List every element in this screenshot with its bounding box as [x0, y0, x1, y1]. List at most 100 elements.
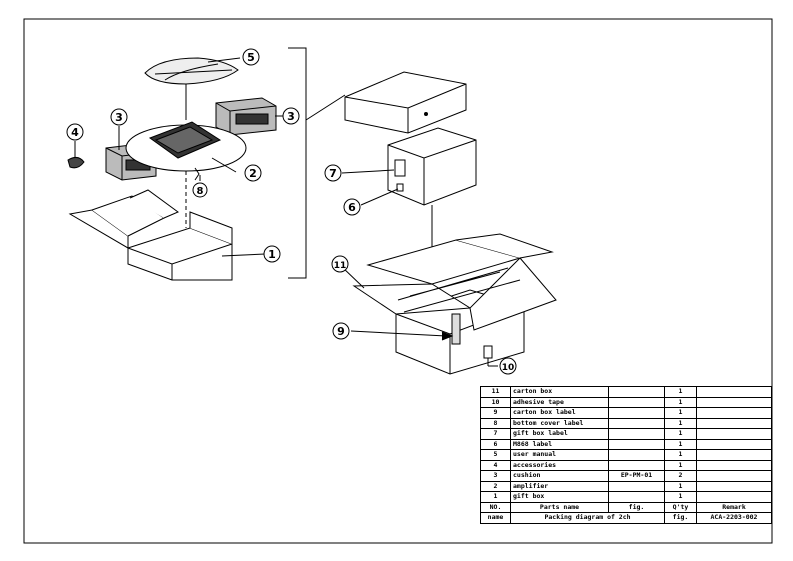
part-qty: 2: [664, 470, 697, 482]
svg-text:7: 7: [329, 167, 337, 180]
part-name: carton box label: [510, 407, 609, 419]
header-remark: Remark: [696, 501, 772, 513]
header-name: Parts name: [510, 501, 609, 513]
part-number: 4: [480, 459, 511, 471]
group-bracket: [288, 47, 346, 279]
title-label: name: [480, 512, 511, 524]
callout-6: 6: [343, 198, 361, 216]
callout-10: 10: [499, 357, 517, 375]
drawing-frame: [23, 18, 773, 544]
svg-text:1: 1: [268, 248, 276, 261]
accessories-drawing: [67, 156, 85, 169]
part-number: 11: [480, 386, 511, 398]
part-name: carton box: [510, 386, 609, 398]
carton-box-drawing: [352, 233, 557, 375]
labelled-gift-box-drawing: [387, 127, 477, 262]
part-qty: 1: [664, 396, 697, 408]
svg-text:11: 11: [334, 261, 347, 271]
part-number: 6: [480, 438, 511, 450]
callout-7: 7: [324, 164, 342, 182]
part-remark: [696, 480, 772, 492]
bottom-cover-label-drawing: [194, 167, 200, 181]
part-qty: 1: [664, 438, 697, 450]
svg-text:3: 3: [115, 111, 123, 124]
part-qty: 1: [664, 407, 697, 419]
part-fig: [608, 417, 665, 429]
part-name: cushion: [510, 470, 609, 482]
part-number: 2: [480, 480, 511, 492]
header-fig: fig.: [608, 501, 665, 513]
part-fig: [608, 438, 665, 450]
callout-1: 1: [263, 245, 281, 263]
part-name: adhesive tape: [510, 396, 609, 408]
callout-8: 8: [192, 182, 208, 198]
part-fig: [608, 386, 665, 398]
title-fig-label: fig.: [664, 512, 697, 524]
user-manual-drawing: [144, 57, 239, 85]
part-remark: [696, 396, 772, 408]
part-fig: [608, 396, 665, 408]
part-remark: [696, 417, 772, 429]
part-fig: EP-PM-01: [608, 470, 665, 482]
callout-2: 2: [244, 164, 262, 182]
part-name: M868 label: [510, 438, 609, 450]
right-cushion-drawing: [215, 97, 277, 136]
part-name: gift box: [510, 491, 609, 503]
part-fig: [608, 428, 665, 440]
part-name: bottom cover label: [510, 417, 609, 429]
part-fig: [608, 480, 665, 492]
callout-3-right: 3: [282, 107, 300, 125]
part-remark: [696, 407, 772, 419]
part-qty: 1: [664, 417, 697, 429]
part-name: amplifier: [510, 480, 609, 492]
header-qty: Q'ty: [664, 501, 697, 513]
part-fig: [608, 449, 665, 461]
part-remark: [696, 491, 772, 503]
callout-9: 9: [332, 322, 350, 340]
part-remark: [696, 438, 772, 450]
amplifier-drawing: [125, 84, 247, 228]
callout-3-left: 3: [110, 108, 128, 126]
svg-text:5: 5: [247, 51, 255, 64]
part-number: 5: [480, 449, 511, 461]
part-number: 7: [480, 428, 511, 440]
gift-box-drawing: [68, 189, 233, 281]
part-remark: [696, 428, 772, 440]
part-name: gift box label: [510, 428, 609, 440]
svg-text:6: 6: [348, 201, 356, 214]
header-no: NO.: [480, 501, 511, 513]
part-qty: 1: [664, 480, 697, 492]
part-fig: [608, 459, 665, 471]
part-name: user manual: [510, 449, 609, 461]
svg-text:3: 3: [287, 110, 295, 123]
callout-11: 11: [331, 255, 349, 273]
part-qty: 1: [664, 491, 697, 503]
part-qty: 1: [664, 428, 697, 440]
part-remark: [696, 449, 772, 461]
svg-text:8: 8: [197, 186, 204, 197]
part-number: 9: [480, 407, 511, 419]
svg-text:4: 4: [71, 126, 79, 139]
svg-text:10: 10: [502, 363, 515, 373]
part-qty: 1: [664, 449, 697, 461]
part-number: 1: [480, 491, 511, 503]
part-remark: [696, 470, 772, 482]
part-fig: [608, 491, 665, 503]
part-remark: [696, 459, 772, 471]
part-remark: [696, 386, 772, 398]
part-number: 3: [480, 470, 511, 482]
